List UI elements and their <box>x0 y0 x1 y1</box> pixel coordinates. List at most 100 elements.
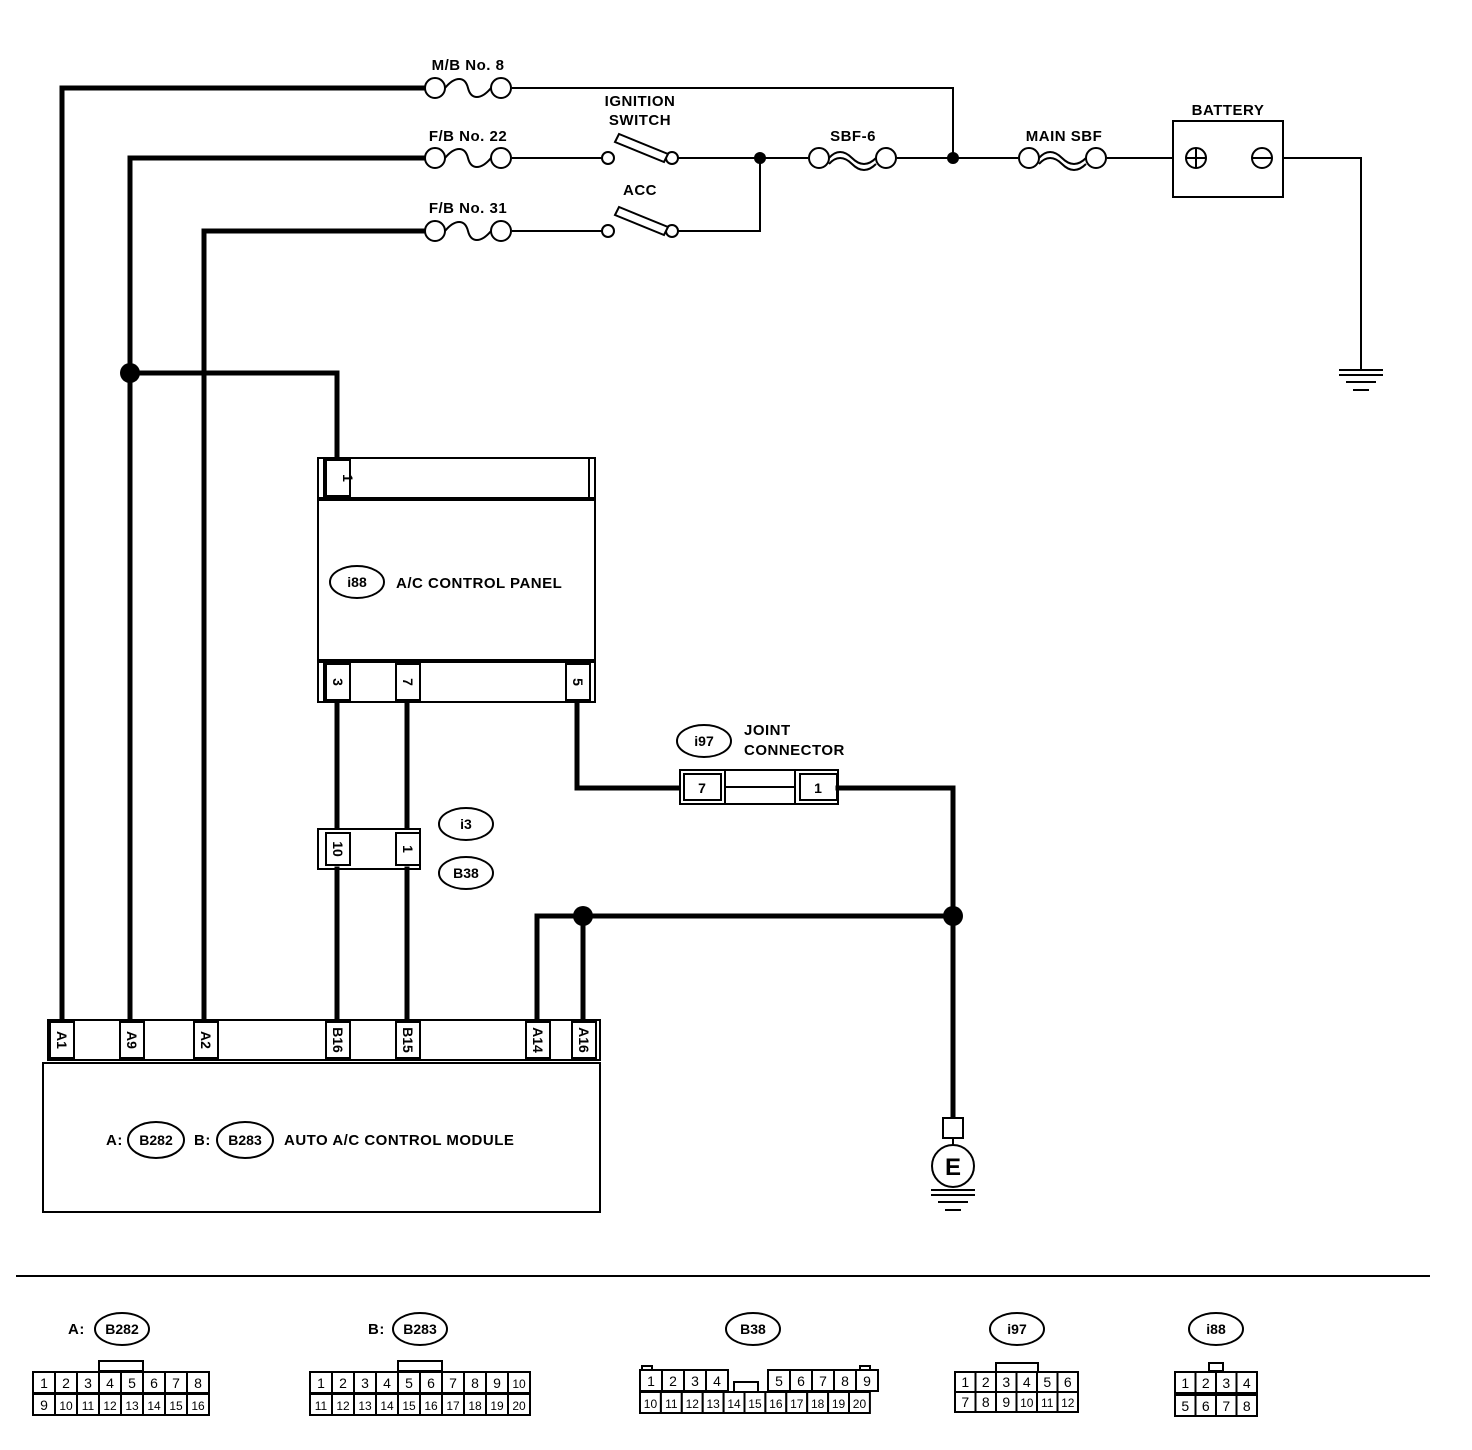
connector-view-b38-name: B38 <box>740 1321 766 1337</box>
connector-pin-number: 18 <box>468 1399 482 1413</box>
connector-pin-number: 6 <box>427 1375 435 1391</box>
connector-pin-number: 9 <box>1002 1394 1010 1410</box>
module-pin-a2: A2 <box>198 1031 214 1049</box>
module-prefix-a: A: <box>106 1132 123 1149</box>
wire-acc-to-ignition-node <box>677 158 761 232</box>
fuse-fb31: F/B No. 31 <box>424 200 512 242</box>
connector-pin-cell <box>507 1393 531 1416</box>
wire-ground-bus <box>534 913 956 1023</box>
auto-ac-control-module: A1 A9 A2 B16 B15 A14 A16 A: B282 B: B283… <box>42 1019 601 1213</box>
ignition-switch-label-2: SWITCH <box>609 112 671 129</box>
fuse-main-sbf: MAIN SBF <box>1018 128 1107 171</box>
connector-pin-number: 2 <box>62 1375 70 1391</box>
connector-pin-number: 3 <box>84 1375 92 1391</box>
ground-icon <box>931 1189 975 1211</box>
connector-tag-b283 <box>216 1121 274 1159</box>
wire-battery-ground <box>1283 157 1362 370</box>
battery: BATTERY <box>1172 102 1284 198</box>
chassis-ground-icon <box>1339 369 1383 391</box>
fuse-fb22: F/B No. 22 <box>424 128 512 169</box>
connector-pin-number: 14 <box>147 1399 161 1413</box>
connector-pin-number: 7 <box>449 1375 457 1391</box>
connector-pin-number: 10 <box>644 1397 658 1411</box>
connector-pin-number: 14 <box>380 1399 394 1413</box>
connector-pin-number: 8 <box>471 1375 479 1391</box>
connector-tag-b282 <box>94 1312 150 1346</box>
connector-pin-number: 1 <box>647 1373 655 1389</box>
module-name: AUTO A/C CONTROL MODULE <box>284 1132 514 1149</box>
module-pin-a16: A16 <box>576 1027 592 1053</box>
battery-label: BATTERY <box>1192 102 1265 119</box>
ignition-switch-label-1: IGNITION <box>605 93 676 110</box>
connector-pin-number: 10 <box>512 1377 526 1391</box>
connector-pin-number: 19 <box>832 1397 846 1411</box>
connector-pin-number: 6 <box>150 1375 158 1391</box>
i3-pin-1: 1 <box>400 845 416 853</box>
ignition-switch: IGNITION SWITCH <box>601 93 679 165</box>
wire-mb8-to-a1 <box>59 85 427 1023</box>
splice-point <box>947 152 959 164</box>
connector-pin-number: 5 <box>775 1373 783 1389</box>
panel-pin-3: 3 <box>330 678 346 686</box>
connector-pin-number: 7 <box>961 1394 969 1410</box>
splice-point <box>754 152 766 164</box>
fuse-fb22-label: F/B No. 22 <box>429 128 507 145</box>
connector-tag-i88 <box>329 565 385 599</box>
module-connector-b: B283 <box>228 1132 262 1148</box>
battery-positive-icon <box>1185 147 1207 169</box>
connector-pin-number: 18 <box>811 1397 825 1411</box>
connector-pin-number: 16 <box>424 1399 438 1413</box>
connector-pin-number: 11 <box>665 1397 678 1411</box>
joint-pin-7: 7 <box>698 780 706 796</box>
fuse-main-sbf-label: MAIN SBF <box>1026 128 1103 145</box>
connector-view-b282-prefix: A: <box>68 1321 85 1338</box>
connector-pin-number: 2 <box>669 1373 677 1389</box>
connector-pin-number: 3 <box>1002 1374 1010 1390</box>
panel-pin-5: 5 <box>570 678 586 686</box>
connector-pin-number: 10 <box>1020 1396 1034 1410</box>
wire-fb22-to-a9 <box>127 155 427 1023</box>
intermediate-tag-b38: B38 <box>453 865 479 881</box>
connector-tag-i3 <box>438 807 494 841</box>
joint-connector-label-2: CONNECTOR <box>744 742 845 759</box>
connector-pin-number: 3 <box>1222 1375 1230 1391</box>
connector-pin-number: 13 <box>358 1399 372 1413</box>
connector-pin-number: 7 <box>172 1375 180 1391</box>
acc-switch: ACC <box>601 182 679 238</box>
module-pin-a9: A9 <box>124 1031 140 1049</box>
connector-pin-number: 6 <box>1202 1398 1210 1414</box>
connector-pin-number: 4 <box>1023 1374 1031 1390</box>
fuse-sbf6: SBF-6 <box>808 128 897 171</box>
splice-point <box>943 906 963 926</box>
intermediate-connector: 10 1 i3 B38 <box>317 807 494 890</box>
connector-pin-cell <box>1235 1371 1258 1394</box>
connector-tag-b283 <box>392 1312 448 1346</box>
connector-pin-number: 10 <box>59 1399 73 1413</box>
connector-view-i97-name: i97 <box>1007 1321 1027 1337</box>
panel-name: A/C CONTROL PANEL <box>396 575 562 592</box>
connector-pin-number: 15 <box>402 1399 416 1413</box>
wire-fb31-to-a2 <box>201 228 427 1023</box>
connector-view-b282-name: B282 <box>105 1321 139 1337</box>
connector-pin-number: 11 <box>82 1399 95 1413</box>
connector-pin-number: 13 <box>125 1399 139 1413</box>
connector-pin-number: 4 <box>383 1375 391 1391</box>
panel-pin-1: 1 <box>340 474 356 482</box>
panel-pin-7: 7 <box>400 678 416 686</box>
connector-pin-number: 1 <box>317 1375 325 1391</box>
joint-connector-id: i97 <box>694 733 714 749</box>
wire-panel5-to-joint <box>574 699 683 791</box>
connector-pin-number: 20 <box>512 1399 526 1413</box>
connector-pin-number: 11 <box>1041 1396 1054 1410</box>
connector-pin-number: 15 <box>169 1399 183 1413</box>
connector-pin-number: 1 <box>40 1375 48 1391</box>
connector-tag-i88 <box>1188 1312 1244 1346</box>
connector-pin-number: 2 <box>982 1374 990 1390</box>
module-connector-a: B282 <box>139 1132 173 1148</box>
connector-pin-number: 5 <box>405 1375 413 1391</box>
connector-view-b283-name: B283 <box>403 1321 437 1337</box>
connector-tag-b38 <box>725 1312 781 1346</box>
